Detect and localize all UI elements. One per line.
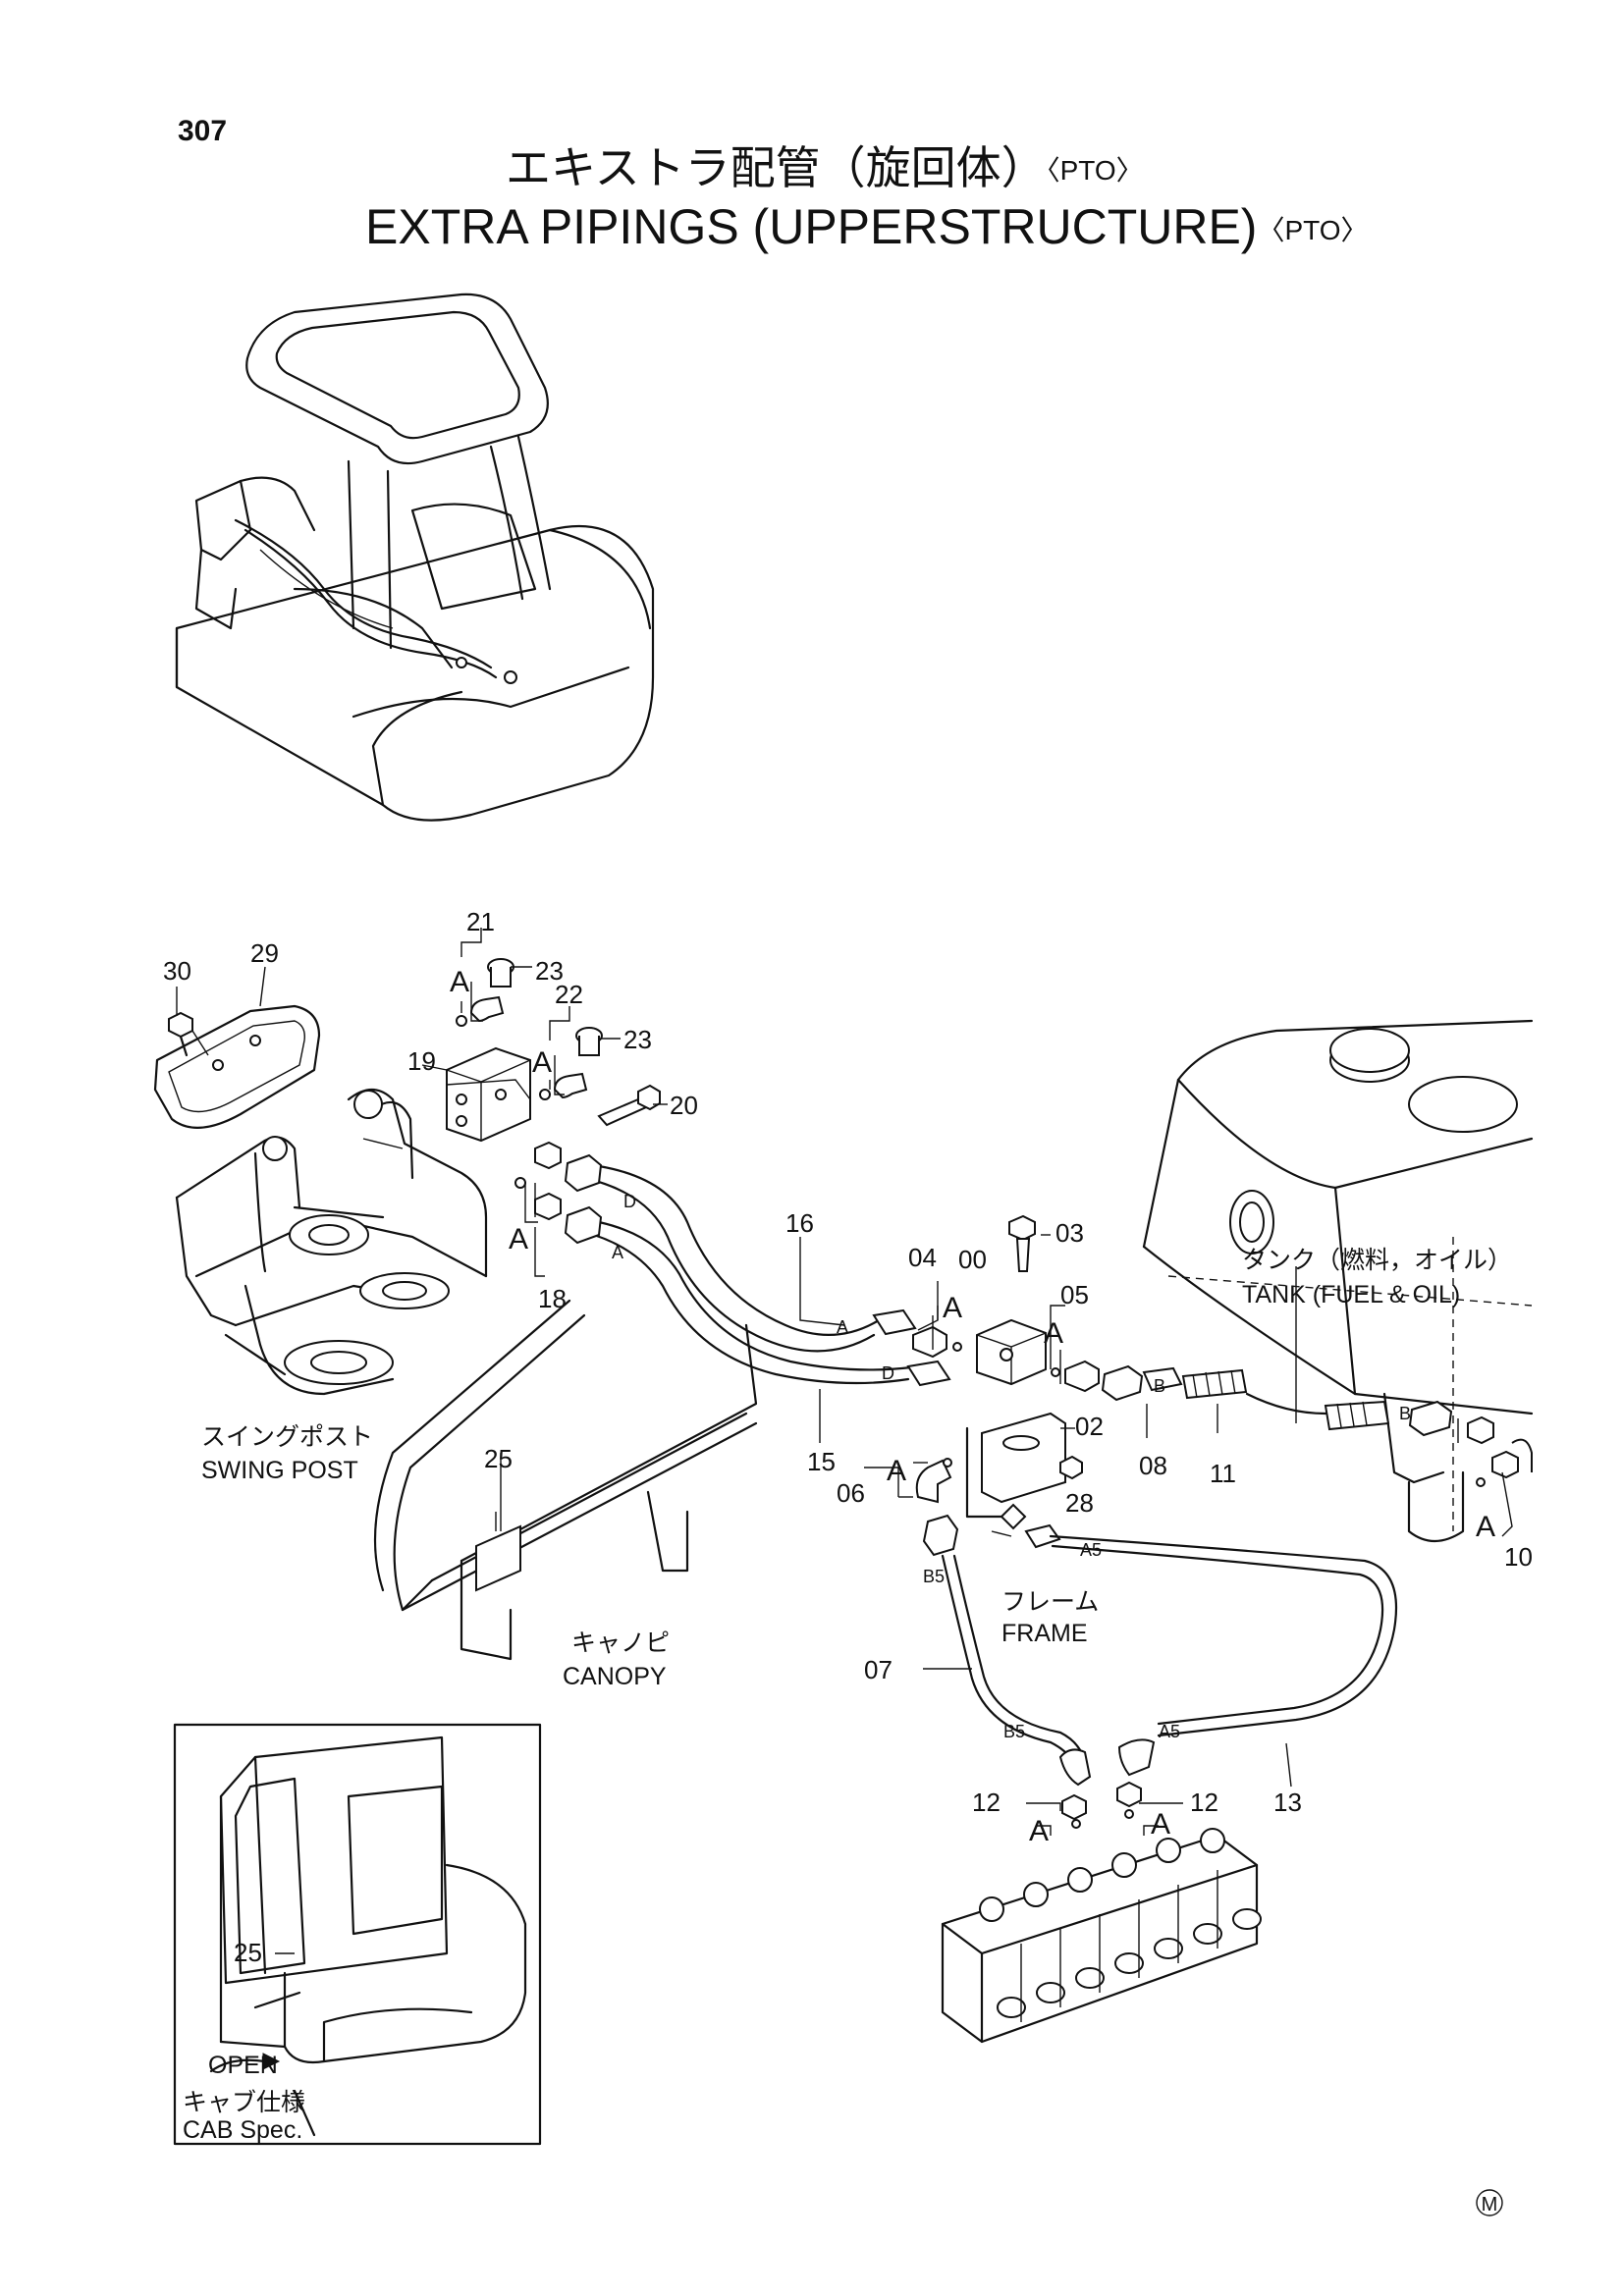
- mark-b5-bottom: B5: [1003, 1722, 1025, 1741]
- mark-a-hose16-end: A: [837, 1317, 848, 1337]
- part-label-08: 08: [1139, 1451, 1167, 1480]
- part-label-03: 03: [1055, 1218, 1084, 1248]
- frame-label-en: FRAME: [1001, 1620, 1088, 1647]
- valve-spools: [979, 1828, 1262, 2022]
- part-label-25-cab: 25: [234, 1938, 262, 1967]
- part-label-16: 16: [785, 1208, 814, 1238]
- part-label-29: 29: [250, 938, 279, 968]
- mark-a-hose15: A: [612, 1243, 623, 1262]
- part-label-13: 13: [1273, 1788, 1302, 1817]
- annotation-texts: スイングポスト SWING POST タンク（燃料，オイル） TANK (FUE…: [183, 1247, 1512, 2144]
- upperstructure-overview-drawing: [175, 293, 655, 822]
- part-label-00: 00: [958, 1245, 987, 1274]
- part-label-22: 22: [555, 980, 583, 1009]
- cab-spec-inset: [173, 1723, 542, 2146]
- part-label-11: 11: [1210, 1459, 1236, 1488]
- swing-post-label-en: SWING POST: [201, 1457, 358, 1484]
- title-jp-text: エキストラ配管（旋回体）: [506, 142, 1047, 193]
- mark-a-05: A: [1044, 1317, 1063, 1350]
- mark-d-hose15-end: D: [882, 1363, 894, 1383]
- part-label-04: 04: [908, 1243, 937, 1272]
- swing-post-drawing: [153, 1004, 488, 1396]
- part-label-07: 07: [864, 1655, 893, 1684]
- part-label-30: 30: [163, 956, 191, 986]
- tank-and-hose-11: [1101, 1019, 1534, 1543]
- part-label-21: 21: [466, 907, 495, 936]
- title-en-suffix: 〈PTO〉: [1257, 215, 1368, 245]
- canopy-label-jp: キャノピ: [571, 1629, 670, 1657]
- title-english: EXTRA PIPINGS (UPPERSTRUCTURE)〈PTO〉: [365, 199, 1369, 254]
- hoses-07-13: [922, 1514, 1398, 1829]
- part-label-02: 02: [1075, 1412, 1104, 1441]
- center-block-assembly: [912, 1214, 1100, 1530]
- swing-post-label-jp: スイングポスト: [201, 1423, 373, 1451]
- frame-label-jp: フレーム: [1001, 1588, 1099, 1616]
- canopy-label-en: CANOPY: [563, 1663, 667, 1690]
- part-label-28: 28: [1065, 1488, 1094, 1518]
- mark-a-21: A: [450, 966, 469, 998]
- footer-mark: M: [1476, 2189, 1503, 2216]
- part-label-20: 20: [670, 1091, 698, 1120]
- mark-a-22: A: [532, 1046, 552, 1079]
- part-label-23-bottom: 23: [623, 1025, 652, 1054]
- tank-label-jp: タンク（燃料，オイル）: [1242, 1247, 1512, 1274]
- part-label-06: 06: [837, 1478, 865, 1508]
- part-label-10: 10: [1504, 1542, 1533, 1572]
- cab-spec-label-en: CAB Spec.: [183, 2116, 302, 2144]
- part-number-labels: 30 29 21 23 22 23 19 20 18 16 15 03 04 0…: [163, 907, 1533, 1967]
- part-label-23-top: 23: [535, 956, 564, 986]
- part-label-12-right: 12: [1190, 1788, 1218, 1817]
- part-label-25: 25: [484, 1444, 513, 1473]
- detail-marks: A A A D A A D A A B B A A B5 A5 B5 A5 A …: [450, 966, 1495, 1847]
- footer-mark-letter: M: [1482, 2194, 1498, 2216]
- mark-a5-bottom: A5: [1159, 1722, 1180, 1741]
- mark-b5-top: B5: [923, 1567, 945, 1586]
- mark-a-18: A: [509, 1223, 528, 1255]
- mark-a-10: A: [1476, 1511, 1495, 1543]
- hose-11-coils: [1181, 1368, 1390, 1431]
- part-label-18: 18: [538, 1284, 567, 1313]
- mark-a-12-right: A: [1151, 1808, 1170, 1841]
- relay-block-assembly: [421, 958, 661, 1221]
- canopy-frame-drawing: [373, 1299, 758, 1661]
- part-label-19: 19: [407, 1046, 436, 1076]
- page-number: 307: [178, 115, 227, 147]
- title-en-text: EXTRA PIPINGS (UPPERSTRUCTURE): [365, 199, 1257, 254]
- part-label-12-left: 12: [972, 1788, 1001, 1817]
- mark-a-04: A: [943, 1292, 962, 1324]
- leader-lines: [176, 928, 1513, 1954]
- mark-b-tank: B: [1399, 1404, 1411, 1423]
- cab-open-label: OPEN: [208, 2052, 278, 2079]
- mark-a5-top: A5: [1080, 1540, 1102, 1560]
- mark-a-12-left: A: [1029, 1815, 1049, 1847]
- part-label-05: 05: [1060, 1280, 1089, 1309]
- mark-d-hose16: D: [623, 1192, 636, 1211]
- title-jp-suffix: 〈PTO〉: [1047, 155, 1144, 186]
- mark-a-06: A: [887, 1455, 906, 1487]
- hoses-15-16: [564, 1153, 951, 1387]
- mark-b-08: B: [1154, 1376, 1165, 1396]
- title-japanese: エキストラ配管（旋回体）〈PTO〉: [506, 142, 1144, 193]
- part-label-15: 15: [807, 1447, 836, 1476]
- control-valve-drawing: [941, 1828, 1262, 2044]
- cab-spec-label-jp: キャブ仕様: [183, 2089, 305, 2116]
- tank-label-en: TANK (FUEL & OIL): [1242, 1281, 1460, 1308]
